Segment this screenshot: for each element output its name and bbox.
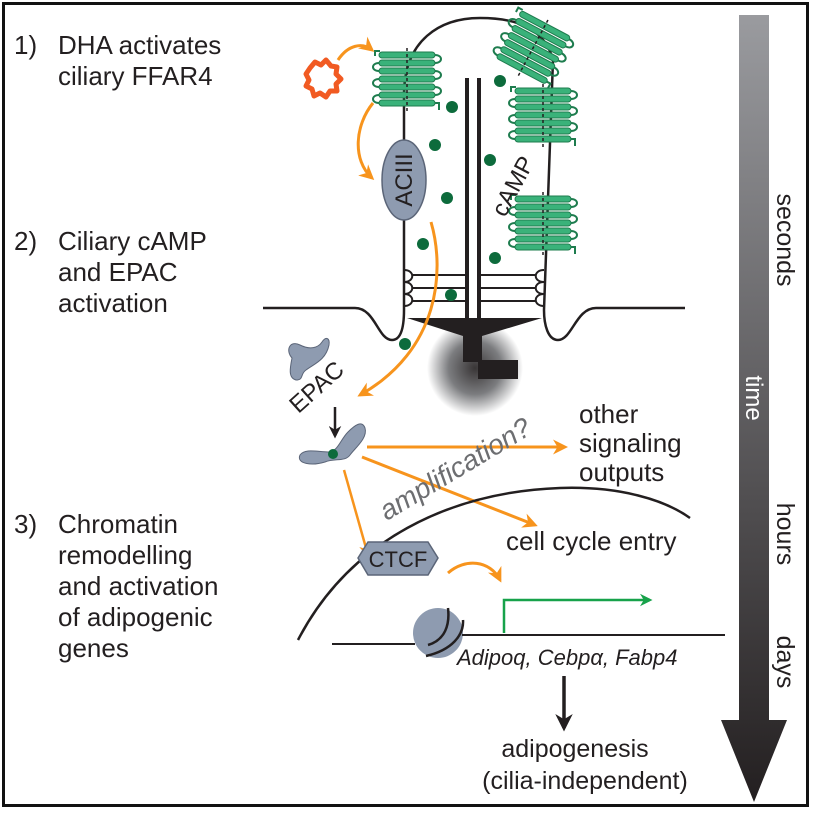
cell-cycle-label: cell cycle entry bbox=[506, 526, 677, 556]
camp-bound-epac bbox=[328, 449, 338, 459]
camp-molecules bbox=[399, 75, 506, 350]
step-2-line-2: and EPAC bbox=[58, 257, 178, 287]
camp-to-epac-arrow bbox=[357, 221, 439, 397]
step-2-text: 2) Ciliary cAMP and EPAC activation bbox=[14, 226, 207, 319]
dha-to-receptor-arrow bbox=[336, 36, 375, 61]
step-3-number: 3) bbox=[14, 509, 38, 539]
adipogenesis-label: adipogenesis bbox=[501, 735, 648, 763]
ffar4-receptor-left bbox=[372, 47, 442, 113]
step-1-line-2: ciliary FFAR4 bbox=[58, 61, 213, 91]
nucleosome bbox=[413, 608, 463, 658]
other-outputs-line-1: other bbox=[579, 399, 639, 429]
centrosome-shading bbox=[427, 320, 523, 416]
step-3-line-1: Chromatin bbox=[58, 509, 178, 539]
timeline-mark-days: days bbox=[771, 636, 799, 689]
transition-zone bbox=[403, 269, 545, 307]
cilia-independent-label: (cilia-independent) bbox=[482, 767, 688, 795]
dha-ligand-icon bbox=[303, 57, 344, 100]
step-1-line-1: DHA activates bbox=[58, 30, 222, 60]
ffar4-receptor-right-1 bbox=[508, 83, 578, 149]
step-3-line-5: genes bbox=[58, 633, 129, 663]
aciii-enzyme bbox=[381, 139, 427, 221]
step-2-line-1: Ciliary cAMP bbox=[58, 226, 207, 256]
nuclear-envelope bbox=[296, 486, 691, 641]
time-axis-label: time bbox=[740, 375, 767, 420]
plasma-membrane bbox=[263, 306, 406, 342]
epac-inactive bbox=[288, 337, 330, 381]
amplification-label: amplification? bbox=[374, 411, 537, 526]
receptor-to-aciii-arrow bbox=[356, 102, 375, 181]
gene-list-label: Adipoq, Cebpα, Fabp4 bbox=[455, 645, 677, 670]
step-3-line-4: of adipogenic bbox=[58, 602, 213, 632]
ctcf-to-gene-arrow bbox=[447, 561, 502, 583]
step-2-line-3: activation bbox=[58, 288, 168, 318]
aciii-label: ACIII bbox=[391, 153, 418, 206]
timeline-mark-seconds: seconds bbox=[771, 193, 799, 286]
epac-active bbox=[298, 423, 366, 465]
transcription-start-arrow bbox=[502, 593, 653, 633]
to-cell-cycle-arrow bbox=[361, 455, 538, 528]
step-3-text: 3) Chromatin remodelling and activation o… bbox=[14, 509, 218, 664]
other-outputs-line-2: signaling bbox=[579, 428, 682, 458]
basal-body bbox=[407, 318, 542, 379]
step-3-line-2: remodelling bbox=[58, 540, 193, 570]
step-1-number: 1) bbox=[14, 30, 38, 60]
step-1-text: 1) DHA activates ciliary FFAR4 bbox=[14, 30, 221, 92]
to-chromatin-arrow bbox=[342, 469, 372, 558]
time-arrow bbox=[721, 15, 787, 802]
ctcf-label: CTCF bbox=[369, 547, 428, 572]
ctcf-protein bbox=[357, 541, 439, 576]
step-2-number: 2) bbox=[14, 226, 38, 256]
timeline-mark-hours: hours bbox=[771, 503, 799, 566]
other-outputs-line-3: outputs bbox=[579, 457, 664, 487]
step-3-line-3: and activation bbox=[58, 571, 219, 601]
